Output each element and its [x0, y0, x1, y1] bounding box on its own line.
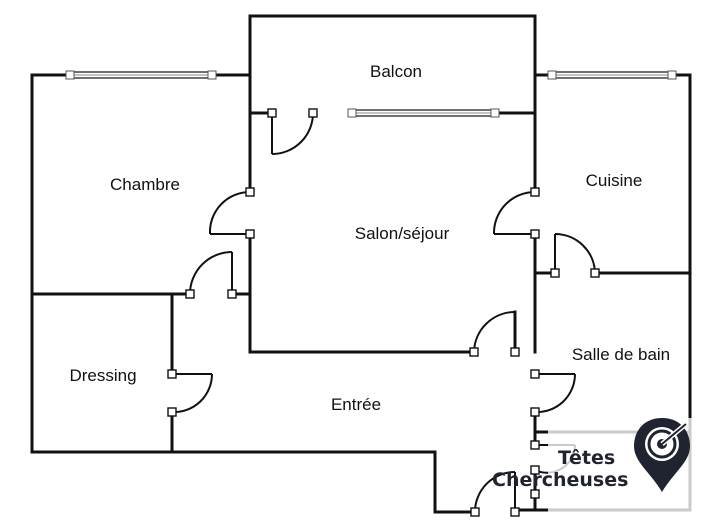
label-cuisine: Cuisine	[586, 171, 643, 190]
balcony-wall	[248, 14, 537, 115]
doors	[167, 108, 600, 517]
door-salle-de-bain	[530, 369, 577, 417]
label-salle-de-bain: Salle de bain	[572, 345, 670, 364]
door-cuisine-salon	[492, 187, 540, 239]
label-salon: Salon/séjour	[355, 224, 450, 243]
windows	[65, 70, 677, 118]
walls	[30, 14, 692, 514]
door-balcon	[267, 108, 318, 155]
window-chambre	[65, 70, 217, 80]
door-dressing	[167, 369, 214, 417]
door-chambre	[208, 187, 255, 239]
window-cuisine	[547, 70, 677, 80]
door-cuisine-bath	[550, 233, 600, 278]
map-pin-icon	[634, 418, 690, 492]
tetes-chercheuses-logo: Têtes Chercheuses	[492, 418, 698, 514]
label-chambre: Chambre	[110, 175, 180, 194]
door-chambre-corridor	[185, 251, 237, 299]
label-dressing: Dressing	[69, 366, 136, 385]
label-entree: Entrée	[331, 395, 381, 414]
logo-line1: Têtes	[558, 447, 615, 469]
logo-line2: Chercheuses	[492, 469, 628, 491]
room-labels: Balcon Chambre Cuisine Salon/séjour Dres…	[69, 62, 670, 414]
window-salon-balcon	[347, 108, 500, 118]
door-salon-entree	[469, 311, 520, 357]
label-balcon: Balcon	[370, 62, 422, 81]
door-front-entrance	[470, 471, 540, 517]
